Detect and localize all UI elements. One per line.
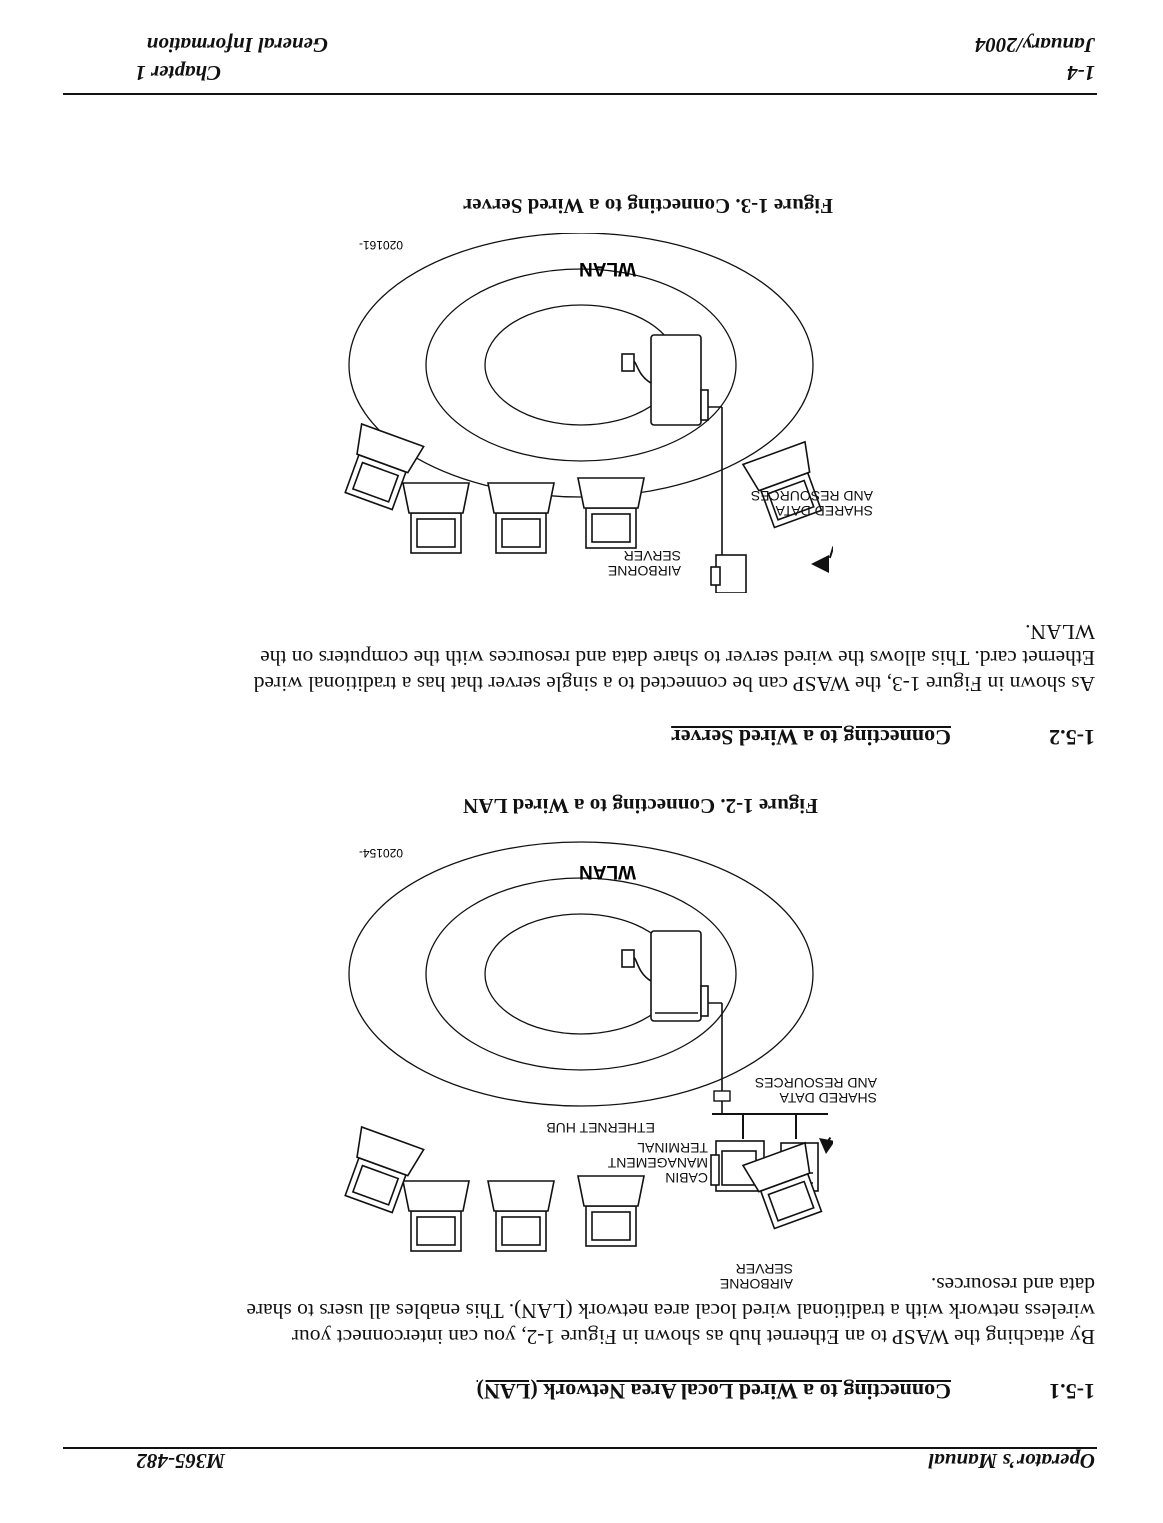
label-line: MANAGEMENT bbox=[607, 1155, 708, 1171]
airborne-server-icon bbox=[710, 554, 747, 593]
laptop-icons bbox=[344, 422, 823, 554]
arrowhead bbox=[819, 1138, 833, 1154]
shared-data-label: SHARED DATA AND RESOURCES bbox=[754, 1075, 878, 1106]
ethernet-hub-label: ETHERNET HUB bbox=[546, 1120, 655, 1136]
wasp-access-point-icon bbox=[621, 334, 709, 426]
arrowhead bbox=[811, 555, 829, 573]
label-line: AIRBORNE bbox=[607, 563, 681, 579]
label-line: CABIN bbox=[665, 1170, 708, 1186]
figure-code: 020154- bbox=[359, 846, 403, 860]
figure-code: 020161- bbox=[359, 238, 403, 252]
section-title-1: Connecting to a Wired Local Area Network… bbox=[476, 1379, 951, 1404]
section-number-1: 1-5.1 bbox=[1049, 1379, 1095, 1404]
label-line: AIRBORNE bbox=[719, 1276, 793, 1292]
wlan-inner-ring bbox=[484, 304, 678, 426]
airborne-server-label: AIRBORNE SERVER bbox=[719, 1261, 793, 1292]
wasp-access-point-icon bbox=[621, 930, 709, 1022]
paragraph-line: WLAN. bbox=[1025, 620, 1095, 644]
lan-backbone bbox=[703, 1002, 828, 1139]
wlan-inner-ring bbox=[484, 913, 678, 1035]
revision-date: January/2004 bbox=[974, 33, 1095, 57]
chapter-title: General Information bbox=[146, 33, 328, 57]
section-1-paragraph: By attaching the WASP to an Ethernet hub… bbox=[65, 1272, 1095, 1350]
figure-1-2-caption: Figure 1-2. Connecting to a Wired LAN bbox=[463, 794, 818, 818]
figure-wired-lan-diagram: WLAN 020154- bbox=[344, 841, 833, 1252]
label-line: SERVER bbox=[735, 1261, 793, 1277]
wlan-outer-ring bbox=[348, 841, 814, 1107]
server-cable bbox=[703, 406, 723, 563]
section-title-2: Connecting to a Wired Server bbox=[671, 725, 951, 750]
wlan-label: WLAN bbox=[579, 258, 636, 279]
document-code: M365-482 bbox=[136, 1449, 225, 1473]
section-2-paragraph: As shown in Figure 1-3, the WASP can be … bbox=[65, 619, 1095, 697]
label-line: SERVER bbox=[623, 548, 681, 564]
label-line: AND RESOURCES bbox=[754, 1075, 877, 1091]
paragraph-line: By attaching the WASP to an Ethernet hub… bbox=[291, 1325, 1095, 1349]
shared-data-label: SHARED DATA AND RESOURCES bbox=[750, 488, 874, 519]
label-line: TERMINAL bbox=[637, 1140, 708, 1156]
wlan-label: WLAN bbox=[579, 861, 636, 882]
wlan-middle-ring bbox=[425, 268, 737, 462]
label-line: SHARED DATA bbox=[775, 503, 874, 519]
chapter-number: Chapter 1 bbox=[135, 61, 221, 85]
page-number: 1-4 bbox=[1067, 61, 1095, 85]
section-number-2: 1-5.2 bbox=[1049, 725, 1095, 750]
shared-data-arrow bbox=[827, 374, 833, 564]
footer-rule bbox=[63, 93, 1097, 95]
label-line: AND RESOURCES bbox=[750, 488, 873, 504]
airborne-server-label: AIRBORNE SERVER bbox=[607, 548, 681, 579]
paragraph-line: wireless network with a traditional wire… bbox=[246, 1299, 1095, 1323]
laptop-icons bbox=[344, 1125, 823, 1252]
paragraph-line: Ethernet card. This allows the wired ser… bbox=[260, 646, 1095, 670]
manual-title: Operator’s Manual bbox=[928, 1449, 1095, 1473]
figure-wired-server-diagram: WLAN 020161- bbox=[344, 233, 833, 593]
figure-1-3-caption: Figure 1-3. Connecting to a Wired Server bbox=[463, 194, 833, 218]
header-rule bbox=[63, 1447, 1097, 1449]
paragraph-line: data and resources. bbox=[930, 1273, 1095, 1297]
wlan-middle-ring bbox=[425, 877, 737, 1071]
paragraph-line: As shown in Figure 1-3, the WASP can be … bbox=[253, 672, 1095, 696]
cabin-terminal-label: CABIN MANAGEMENT TERMINAL bbox=[607, 1140, 708, 1186]
label-line: SHARED DATA bbox=[779, 1090, 878, 1106]
